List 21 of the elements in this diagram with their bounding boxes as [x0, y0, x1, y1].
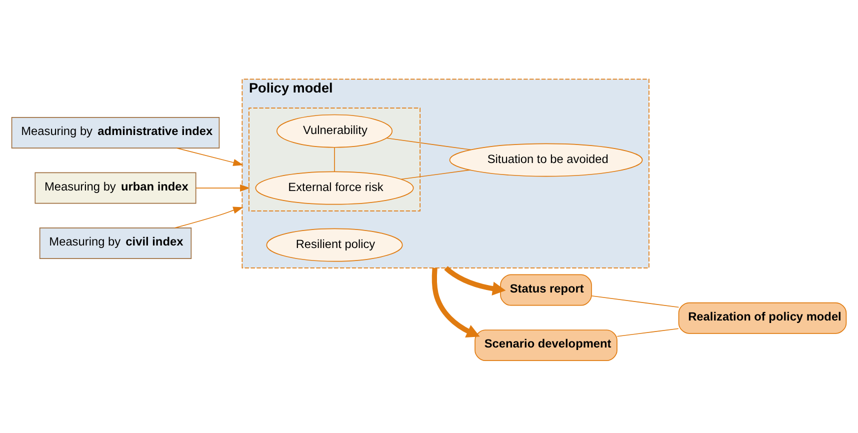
node-ellipse: Situation to be avoided [449, 143, 643, 177]
node-ellipse: Resilient policy [266, 228, 403, 262]
connector [400, 170, 471, 180]
node-box: Realization of policy model [678, 302, 847, 334]
arrow [196, 184, 250, 192]
arrow [444, 266, 506, 296]
node-box: Status report [500, 274, 592, 306]
connector [616, 328, 679, 337]
node-box: Measuring by urban index [34, 172, 196, 204]
arrow [174, 206, 244, 228]
node-box: Measuring by civil index [39, 228, 192, 259]
connector [334, 147, 335, 172]
node-box: Measuring by administrative index [11, 117, 220, 148]
connector [591, 295, 680, 308]
arrow [176, 148, 244, 166]
cluster [248, 108, 420, 212]
node-ellipse: Vulnerability [276, 114, 393, 148]
node-ellipse: External force risk [255, 171, 414, 205]
node-box: Scenario development [474, 330, 618, 362]
arrow [432, 268, 480, 338]
connector [386, 138, 472, 150]
